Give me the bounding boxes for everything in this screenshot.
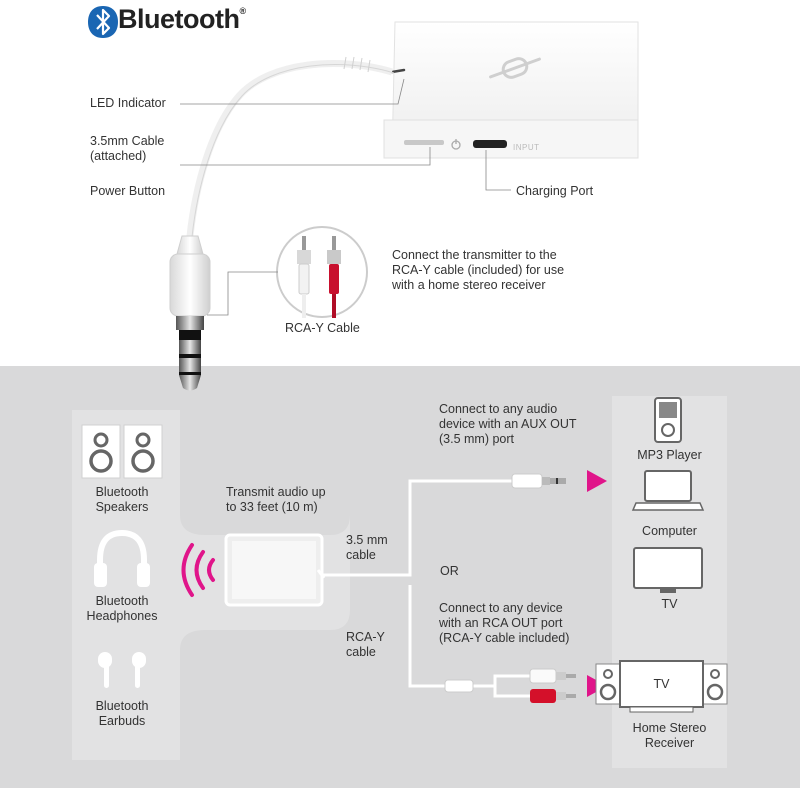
rcay-label-line1: RCA-Y — [346, 630, 385, 644]
rca-note-line2: RCA-Y cable (included) for use — [392, 263, 565, 277]
rca-note-line3: with a home stereo receiver — [392, 278, 546, 292]
led-indicator — [390, 68, 406, 74]
aux-plug — [169, 235, 211, 391]
bluetooth-icon — [88, 6, 118, 38]
computer-label: Computer — [642, 524, 697, 538]
charging-port-label: Charging Port — [516, 184, 594, 198]
receiver-column-bg — [72, 410, 350, 760]
power-icon — [451, 139, 461, 150]
rca-plugs-small — [444, 668, 576, 703]
tv-label: TV — [661, 597, 678, 611]
home-stereo-icon — [595, 660, 728, 713]
stereo-tv-label: TV — [653, 677, 670, 691]
power-button — [404, 140, 444, 145]
bluetooth-logo-text: Bluetooth® — [118, 4, 246, 34]
speakers-label-line1: Bluetooth — [95, 485, 149, 499]
rcay-label-line2: cable — [346, 645, 376, 659]
cable35-label-line1: 3.5 mm — [346, 533, 388, 547]
signal-waves-icon — [181, 543, 215, 597]
mp3-player-label: MP3 Player — [637, 448, 702, 462]
device-logo-icon — [489, 57, 541, 79]
headphones-label-line2: Headphones — [86, 609, 158, 623]
transmit-range-line2: to 33 feet (10 m) — [226, 500, 318, 514]
arrow-right-icon — [587, 470, 607, 492]
home-stereo-label-line2: Receiver — [644, 736, 695, 750]
home-stereo-label-line1: Home Stereo — [632, 721, 707, 735]
rca-out-note-line3: (RCA-Y cable included) — [439, 631, 570, 645]
speakers-label-line2: Speakers — [95, 500, 149, 514]
transmitter-device — [383, 21, 639, 159]
led-indicator-label: LED Indicator — [90, 96, 166, 110]
headphones-icon — [94, 529, 150, 587]
attached-cable — [186, 60, 394, 237]
earbuds-label-line2: Earbuds — [98, 714, 146, 728]
earbuds-label-line1: Bluetooth — [95, 699, 149, 713]
rca-cable-label: RCA-Y Cable — [285, 321, 360, 335]
aux-plug-small — [511, 473, 566, 489]
aux-note-line3: (3.5 mm) port — [439, 432, 515, 446]
earbuds-icon — [98, 652, 146, 688]
rca-cable-photo — [276, 226, 368, 318]
laptop-icon — [631, 470, 705, 511]
connection-cables — [316, 479, 530, 698]
aux-note-line2: device with an AUX OUT — [439, 417, 577, 431]
charging-port — [473, 140, 507, 148]
or-label: OR — [440, 564, 459, 578]
transmitter-small — [224, 533, 324, 607]
rca-note-line1: Connect the transmitter to the — [392, 248, 557, 262]
tv-icon — [633, 547, 703, 593]
cable35-label-line2: cable — [346, 548, 376, 562]
rca-out-note-line2: with an RCA OUT port — [439, 616, 563, 630]
aux-note-line1: Connect to any audio — [439, 402, 558, 416]
cable-label-line1: 3.5mm Cable — [90, 134, 165, 148]
transmit-range-line1: Transmit audio up — [226, 485, 326, 499]
rca-out-note-line1: Connect to any device — [439, 601, 563, 615]
callout-lines — [180, 78, 511, 316]
speakers-icon — [81, 424, 163, 479]
mp3-player-icon — [654, 397, 682, 443]
power-button-label: Power Button — [90, 184, 166, 198]
cable-label-line2: (attached) — [90, 149, 147, 163]
headphones-label-line1: Bluetooth — [95, 594, 149, 608]
input-port-label: INPUT — [513, 143, 540, 152]
